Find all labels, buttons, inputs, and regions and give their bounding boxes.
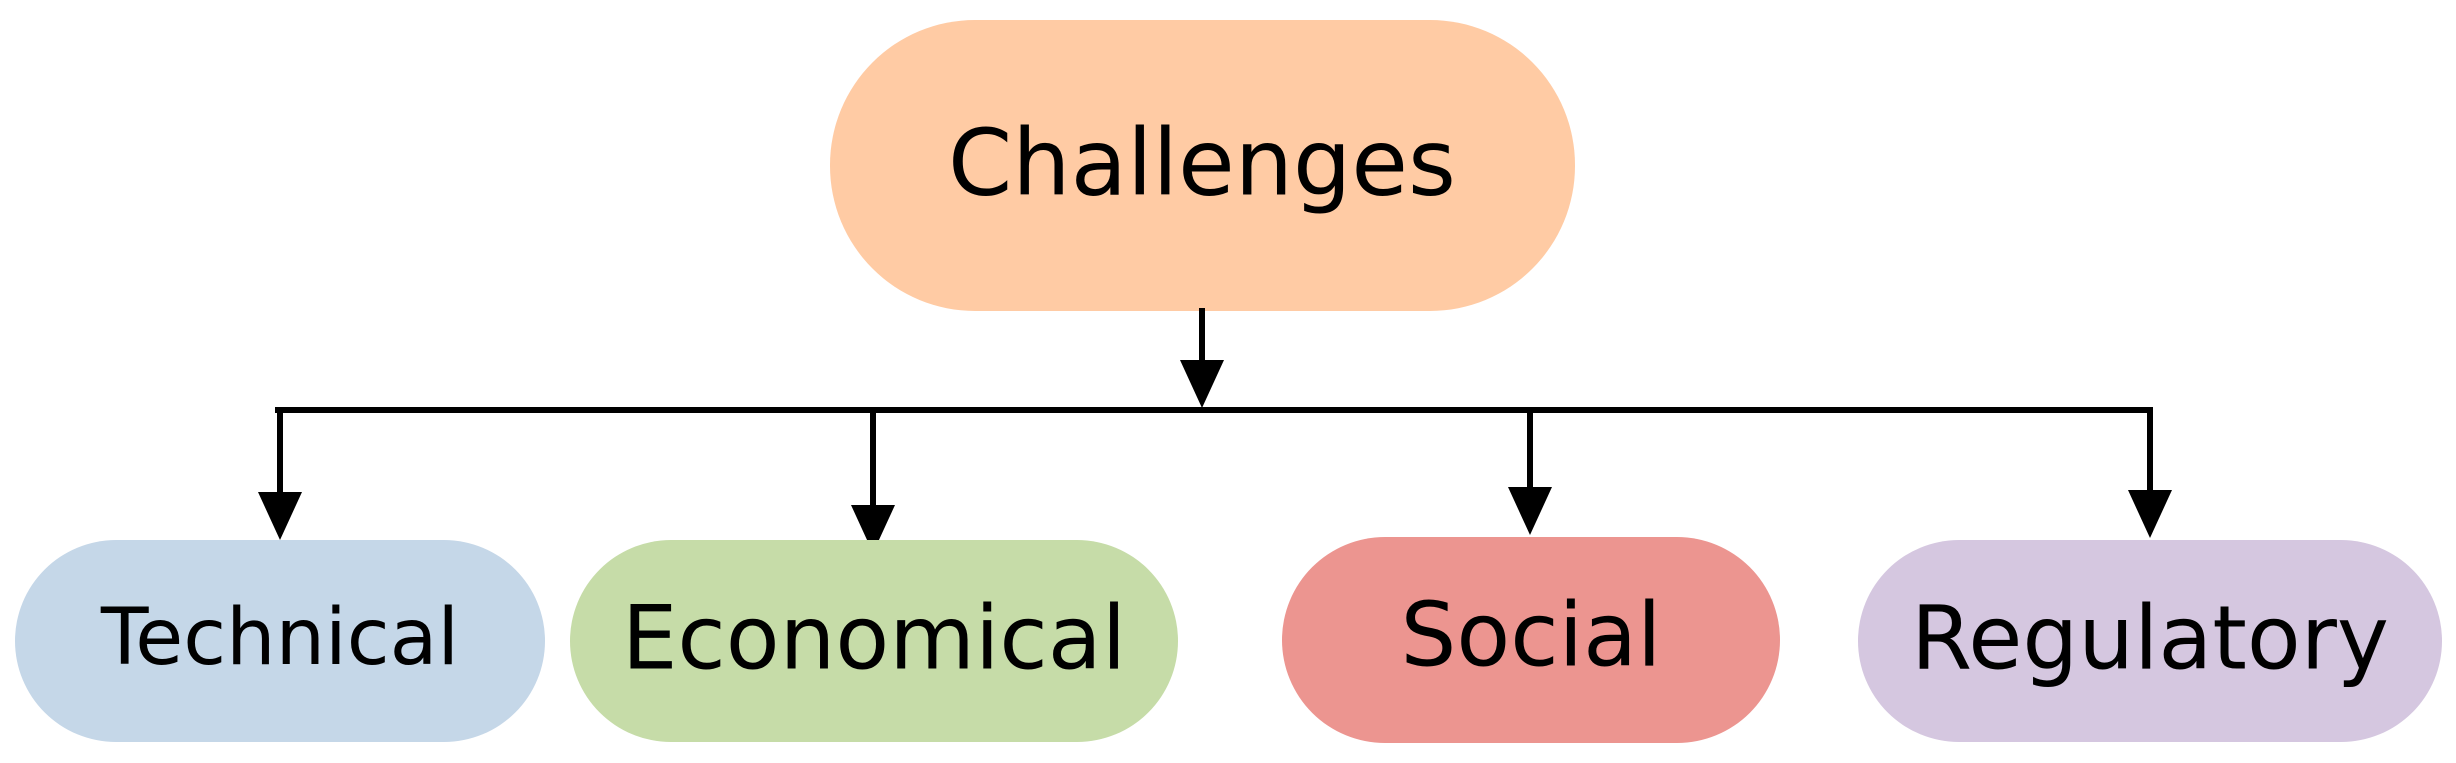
child-node-regulatory-label: Regulatory	[1911, 587, 2389, 690]
connector-lines	[258, 308, 2172, 553]
root-node-label: Challenges	[948, 110, 1456, 217]
arrowhead-social	[1508, 487, 1552, 535]
child-node-social: Social	[1282, 537, 1780, 743]
root-node-shape	[830, 20, 1575, 311]
child-node-economical: Economical	[570, 540, 1178, 742]
child-node-economical-shape	[570, 540, 1178, 742]
arrowhead-economical	[851, 505, 895, 553]
arrowhead-regulatory	[2128, 490, 2172, 538]
root-node: Challenges	[830, 20, 1575, 311]
child-node-economical-label: Economical	[622, 587, 1126, 690]
child-node-technical-shape	[15, 540, 545, 742]
child-node-regulatory-shape	[1858, 540, 2442, 742]
arrowhead-technical	[258, 492, 302, 540]
child-node-regulatory: Regulatory	[1858, 540, 2442, 742]
child-node-technical-label: Technical	[100, 593, 459, 683]
child-node-social-label: Social	[1401, 584, 1662, 687]
child-node-technical: Technical	[15, 540, 545, 742]
root-arrowhead	[1180, 360, 1224, 408]
child-node-social-shape	[1282, 537, 1780, 743]
